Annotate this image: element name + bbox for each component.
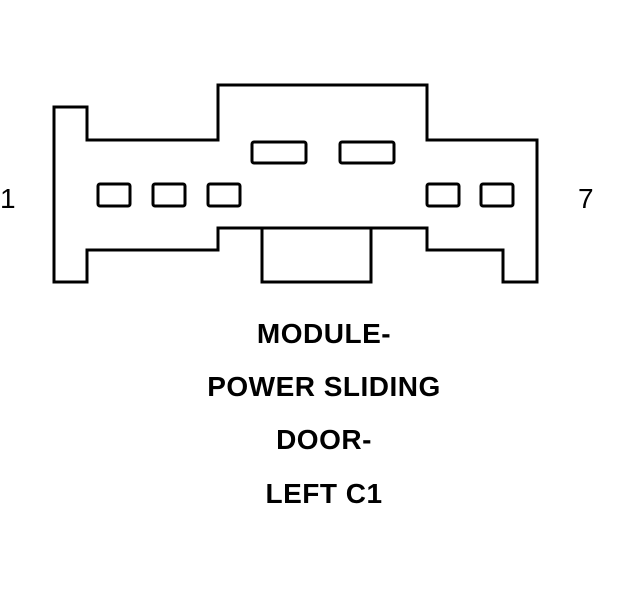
terminal-cavity: [206, 182, 242, 208]
terminal-cavity: [96, 182, 132, 208]
connector-lock-tab: [260, 228, 373, 284]
connector-title-line: MODULE-: [256, 318, 392, 349]
terminal-cavity: [151, 182, 187, 208]
pin-number-last: 7: [578, 183, 594, 214]
terminal-cavity: [250, 140, 308, 165]
connector-title-line: DOOR-: [276, 424, 372, 455]
terminal-cavity: [479, 182, 515, 208]
terminal-cavity: [338, 140, 396, 165]
connector-housing-outline: [52, 83, 539, 284]
connector-title-line: LEFT C1: [265, 478, 383, 509]
connector-title-line: POWER SLIDING: [207, 371, 441, 402]
pin-number-first: 1: [0, 183, 16, 214]
terminal-cavity: [425, 182, 461, 208]
